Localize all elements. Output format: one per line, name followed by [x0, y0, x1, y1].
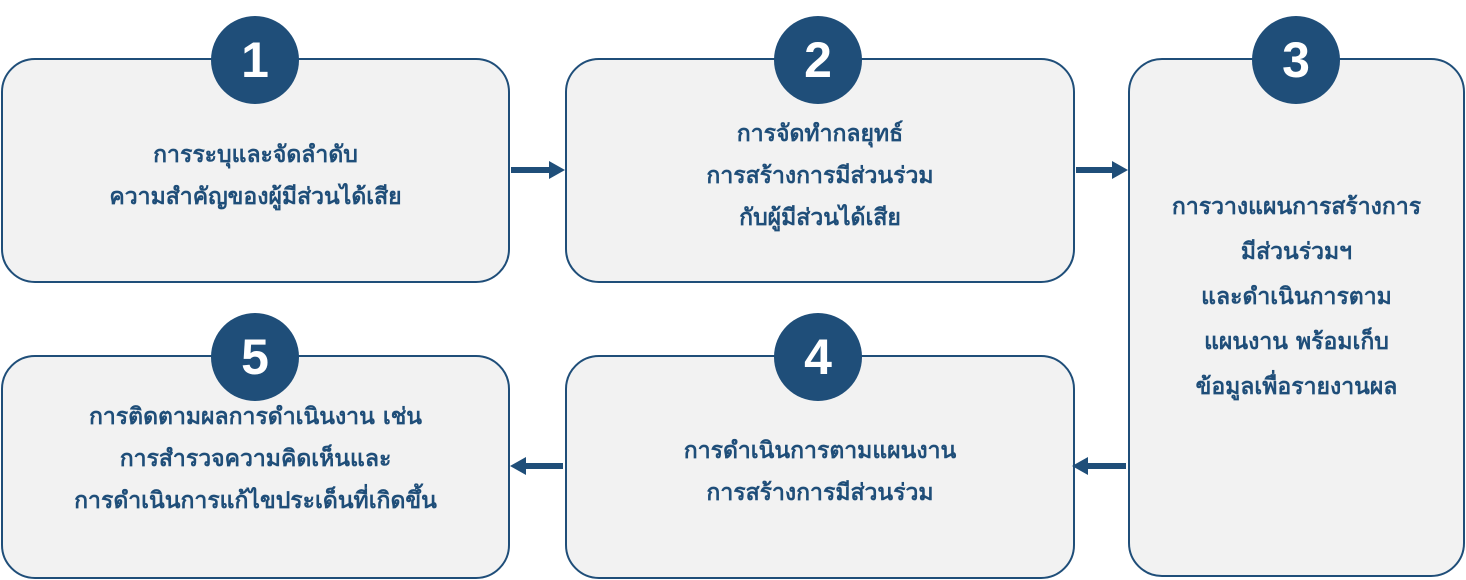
- arrow-right-icon: [511, 161, 565, 179]
- step-2-text: การจัดทำกลยุทธ์: [736, 120, 904, 147]
- step-5-text: การดำเนินการแก้ไขประเด็นที่เกิดขึ้น: [74, 488, 437, 514]
- step-1-number-badge: 1: [211, 16, 299, 104]
- step-3-text: มีส่วนร่วมฯ: [1240, 239, 1353, 265]
- step-3-number-badge: 3: [1252, 16, 1340, 104]
- step-1-text: ความสำคัญของผู้มีส่วนได้เสีย: [109, 183, 402, 210]
- step-3-box: การวางแผนการสร้างการ มีส่วนร่วมฯ และดำเน…: [1128, 58, 1465, 577]
- step-5-number-badge: 5: [211, 313, 299, 401]
- step-4-text: การสร้างการมีส่วนร่วม: [706, 480, 934, 506]
- step-3-text: และดำเนินการตาม: [1201, 284, 1392, 310]
- arrow-left-icon: [510, 457, 563, 475]
- step-5-text: การติดตามผลการดำเนินงาน เช่น: [88, 404, 423, 430]
- step-3-text: การวางแผนการสร้างการ: [1171, 194, 1422, 220]
- step-1-text: การระบุและจัดลำดับ: [153, 141, 358, 168]
- step-2-number-badge: 2: [774, 16, 862, 104]
- arrow-right-icon: [1076, 161, 1128, 179]
- step-4-number-badge: 4: [774, 313, 862, 401]
- step-5-box: การติดตามผลการดำเนินงาน เช่น การสำรวจควา…: [1, 355, 510, 579]
- step-4-text: การดำเนินการตามแผนงาน: [683, 438, 957, 464]
- step-2-text: กับผู้มีส่วนได้เสีย: [739, 204, 901, 231]
- step-5-text: การสำรวจความคิดเห็นและ: [119, 446, 392, 472]
- step-3-text: แผนงาน พร้อมเก็บ: [1204, 329, 1389, 355]
- arrow-left-icon: [1072, 457, 1126, 475]
- step-3-text: ข้อมูลเพื่อรายงานผล: [1195, 374, 1398, 400]
- step-2-text: การสร้างการมีส่วนร่วม: [706, 162, 934, 189]
